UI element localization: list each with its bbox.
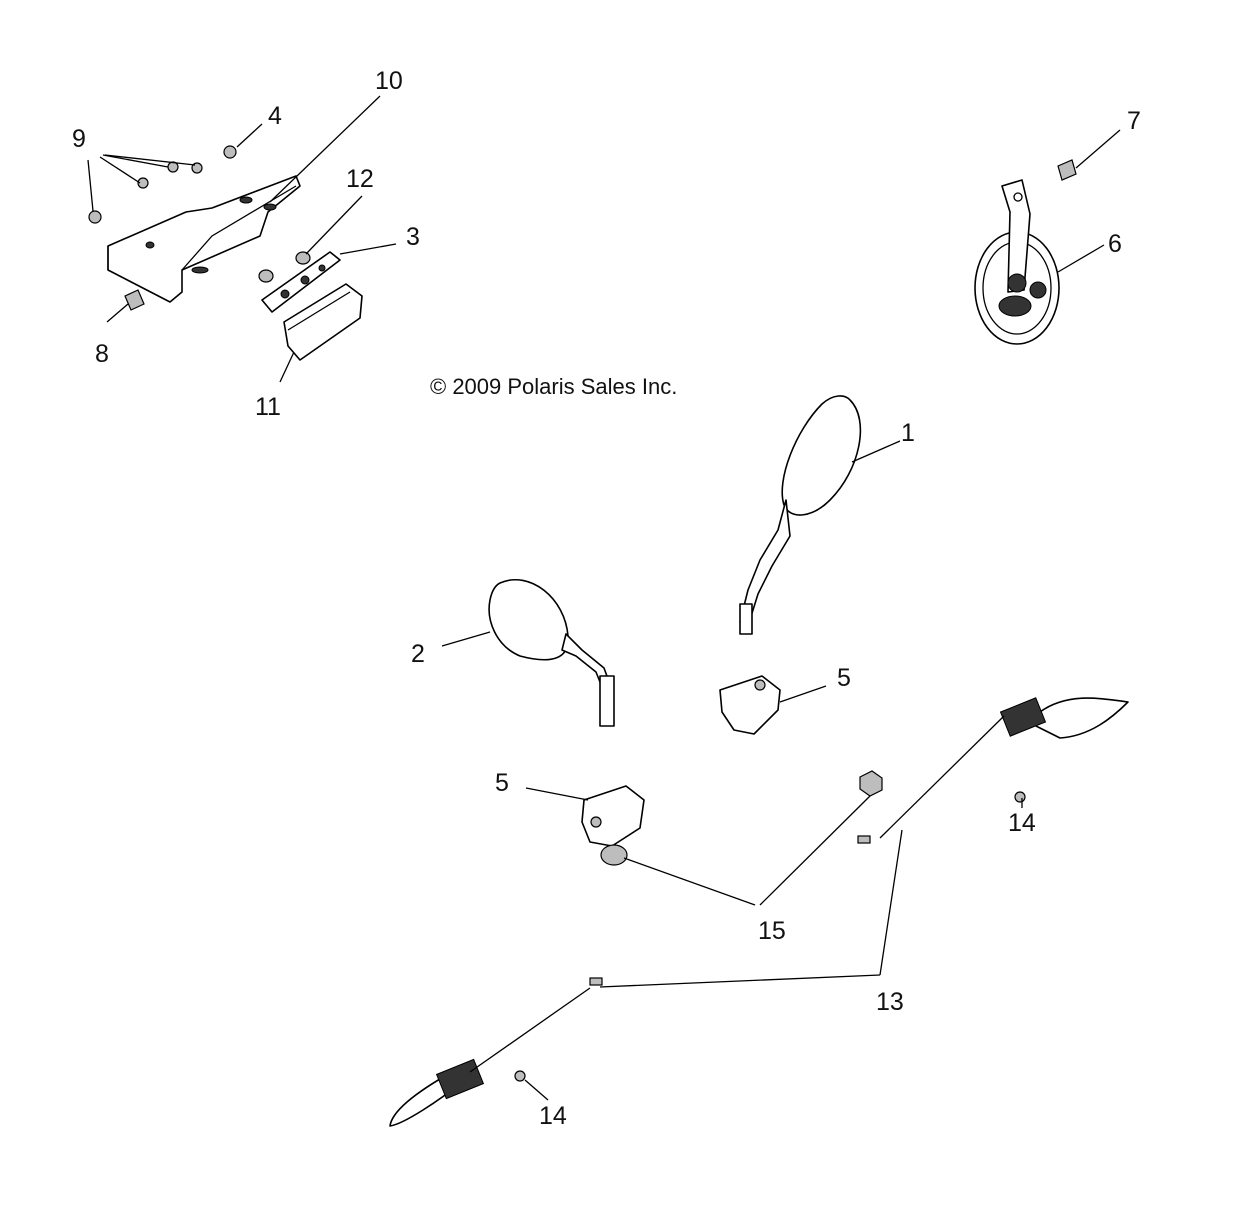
callout-8: 8	[95, 340, 109, 368]
callout-1: 1	[901, 419, 915, 447]
license-light-part-11	[283, 283, 363, 361]
callout-11: 11	[255, 393, 281, 421]
screw-part-14a	[1014, 791, 1026, 803]
bracket-part-10	[107, 175, 301, 303]
callout-3: 3	[406, 223, 420, 251]
mount-part-5b	[581, 785, 645, 847]
callout-12: 12	[346, 165, 374, 193]
callout-2: 2	[411, 640, 425, 668]
callout-7: 7	[1127, 107, 1141, 135]
nut-part-4	[223, 145, 237, 159]
screw-part-14b	[514, 1070, 526, 1082]
copyright-text: © 2009 Polaris Sales Inc.	[430, 374, 677, 399]
turn-signal-left-part-13	[389, 977, 603, 1127]
spacer-part-12	[295, 251, 311, 265]
mirror-right-part-1	[739, 395, 862, 635]
leader-lines	[87, 95, 1121, 1101]
nut-part-15a	[859, 770, 883, 797]
callout-5a: 5	[837, 664, 851, 692]
screw-part-9a	[88, 210, 102, 224]
horn-assembly	[974, 159, 1077, 345]
mount-part-5a	[719, 675, 781, 735]
callout-14b: 14	[539, 1102, 567, 1130]
mirror-left-part-2	[488, 578, 615, 727]
callout-13: 13	[876, 988, 904, 1016]
callout-4: 4	[268, 102, 282, 130]
turn-signal-right-part-13	[857, 697, 1129, 844]
callout-5b: 5	[495, 769, 509, 797]
screw-part-9b	[137, 177, 149, 189]
callout-6: 6	[1108, 230, 1122, 258]
callout-14a: 14	[1008, 809, 1036, 837]
license-bracket-assembly	[88, 145, 363, 361]
callout-15: 15	[758, 917, 786, 945]
callout-9: 9	[72, 125, 86, 153]
callout-10: 10	[375, 67, 403, 95]
bolt-part-8	[124, 289, 145, 311]
nut-part-15b	[600, 844, 628, 866]
bolt-part-7	[1057, 159, 1077, 181]
